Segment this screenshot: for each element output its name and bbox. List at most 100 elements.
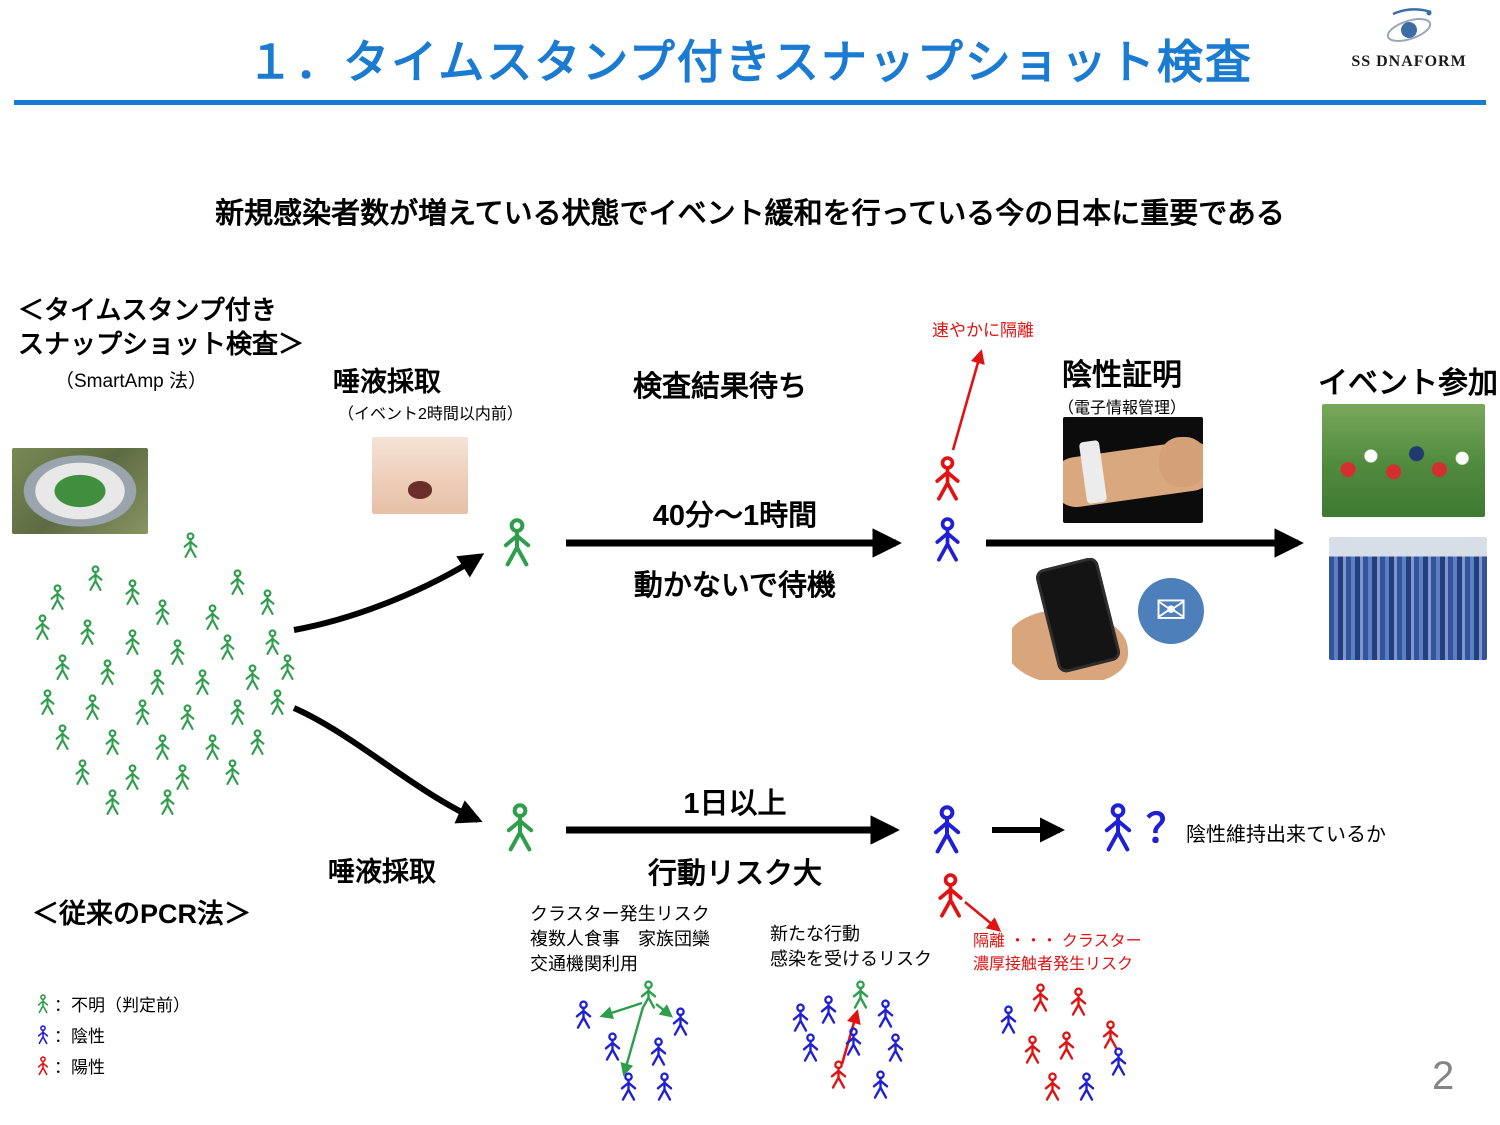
cluster3-red-figure xyxy=(1056,1031,1077,1061)
cluster3-red-figure xyxy=(1100,1020,1121,1050)
cluster2-green-figure xyxy=(850,980,871,1010)
crowd-figure xyxy=(263,628,282,656)
unknown-person-icon xyxy=(36,993,51,1014)
cluster1-blue-figure xyxy=(618,1072,639,1102)
crowd-figure xyxy=(123,763,142,791)
negative-cert-note: （電子情報管理） xyxy=(1058,400,1187,417)
crowd-figure xyxy=(178,703,197,731)
crowd-figure xyxy=(33,613,52,641)
positive-bottom-figure xyxy=(934,873,967,919)
crowd-figure xyxy=(278,653,297,681)
cluster3-blue-figure xyxy=(1108,1047,1129,1077)
wait-action-label: 動かないで待機 xyxy=(633,570,837,602)
positive-person-icon xyxy=(36,1055,51,1076)
wristband-image xyxy=(1063,417,1203,523)
result-wait-label: 検査結果待ち xyxy=(633,371,808,403)
cluster1-blue-figure xyxy=(648,1037,669,1067)
isolate-quick-label: 速やかに隔離 xyxy=(932,321,1034,340)
legend-label-unknown: ：不明（判定前） xyxy=(54,996,190,1015)
cluster1-blue-figure xyxy=(670,1007,691,1037)
headline: 新規感染者数が増えている状態でイベント緩和を行っている今の日本に重要である xyxy=(215,198,1285,230)
crowd-figure xyxy=(203,603,222,631)
cluster1-blue-figure xyxy=(573,1000,594,1030)
crowd-figure xyxy=(83,693,102,721)
crowd-figure xyxy=(168,638,187,666)
crowd-figure xyxy=(48,583,67,611)
smartamp-title-line1: ＜タイムスタンプ付き xyxy=(18,295,277,325)
negative-person-icon xyxy=(36,1024,51,1045)
legend-item-unknown: ：不明（判定前） xyxy=(36,988,190,1019)
isolate-quick-arrow xyxy=(951,349,985,451)
pcr-method-title: ＜従来のPCR法＞ xyxy=(32,899,252,929)
cluster3-red-figure xyxy=(1042,1072,1063,1102)
crowd-figure xyxy=(181,531,200,559)
behavior-risk-label: 行動リスク大 xyxy=(647,858,822,890)
fist-graphic xyxy=(1159,437,1203,487)
negative-top-figure xyxy=(931,517,964,563)
sampled-bottom-figure xyxy=(502,803,538,853)
infection-source-arrow xyxy=(840,1009,861,1065)
crowd-figure xyxy=(228,568,247,596)
isolation-cluster-note: 隔離 ・・・ クラスター 濃厚接触者発生リスク xyxy=(973,933,1142,974)
cluster2-blue-figure xyxy=(843,1027,864,1057)
crowd-figure xyxy=(158,788,177,816)
rugby-team-image xyxy=(1322,404,1485,517)
crowd-figure xyxy=(38,688,57,716)
crowd-figure xyxy=(218,633,237,661)
crowd-figure xyxy=(148,668,167,696)
cluster2-blue-figure xyxy=(870,1070,891,1100)
crowd-figure xyxy=(203,733,222,761)
mouth-graphic xyxy=(407,480,433,499)
crowd-to-bottom-flow-arrow xyxy=(292,705,483,824)
event-participation-label: イベント参加 xyxy=(1318,367,1498,400)
cluster2-blue-figure xyxy=(818,995,839,1025)
crowd-figure xyxy=(243,663,262,691)
legend-item-negative: ：陰性 xyxy=(36,1019,190,1050)
stadium-crowd-image xyxy=(1329,537,1487,660)
cluster2-blue-figure xyxy=(790,1003,811,1033)
cluster2-blue-figure xyxy=(875,999,896,1029)
open-mouth-face-image xyxy=(372,437,468,514)
cluster3-red-figure xyxy=(1022,1035,1043,1065)
new-action-note: 新たな行動 感染を受けるリスク xyxy=(770,924,932,970)
smartamp-subtitle: （SmartAmp 法） xyxy=(55,371,208,392)
spread-arrow-3 xyxy=(620,1006,645,1077)
wait-time-label: 40分～1時間 xyxy=(652,500,818,532)
cluster1-green-figure xyxy=(638,980,659,1010)
crowd-figure xyxy=(248,728,267,756)
legend-label-negative: ：陰性 xyxy=(54,1027,105,1046)
dnaform-logo-icon xyxy=(1386,8,1432,42)
smartphone-notification-image: ✉ xyxy=(1012,558,1217,680)
crowd-figure xyxy=(173,763,192,791)
positive-top-figure xyxy=(931,456,964,502)
crowd-figure xyxy=(98,658,117,686)
saliva-collection-label-bottom: 唾液採取 xyxy=(328,857,436,887)
email-icon: ✉ xyxy=(1138,578,1204,644)
cluster-risk-note: クラスター発生リスク 複数人食事 家族団欒 交通機関利用 xyxy=(530,904,710,975)
negative-question-figure xyxy=(1100,803,1136,853)
smartamp-method-title: ＜タイムスタンプ付き スナップショット検査＞ xyxy=(18,294,304,362)
crowd-figure xyxy=(258,588,277,616)
spread-arrow-1 xyxy=(599,1001,643,1020)
crowd-figure xyxy=(78,618,97,646)
sampled-top-figure xyxy=(499,518,535,568)
negative-cert-label: 陰性証明 xyxy=(1062,359,1182,392)
spread-arrow-2 xyxy=(655,1003,674,1018)
question-mark: ？ xyxy=(1146,807,1186,851)
crowd-figure xyxy=(123,578,142,606)
crowd-figure xyxy=(228,698,247,726)
cluster1-blue-figure xyxy=(654,1072,675,1102)
smartamp-title-line2: スナップショット検査＞ xyxy=(18,328,305,359)
page-number: 2 xyxy=(1432,1054,1455,1098)
negative-maintained-label: 陰性維持出来ているか xyxy=(1186,824,1386,846)
saliva-timing-note: （イベント2時間以内前） xyxy=(338,406,523,423)
cluster3-red-figure xyxy=(1030,983,1051,1013)
crowd-figure xyxy=(53,723,72,751)
isolate-bottom-arrow xyxy=(964,900,1002,932)
crowd-figure xyxy=(153,733,172,761)
crowd-figure xyxy=(223,758,242,786)
legend: ：不明（判定前） ：陰性 ：陽性 xyxy=(36,988,190,1081)
logo: SS DNAFORM xyxy=(1334,6,1484,71)
cluster2-red-figure xyxy=(828,1060,849,1090)
